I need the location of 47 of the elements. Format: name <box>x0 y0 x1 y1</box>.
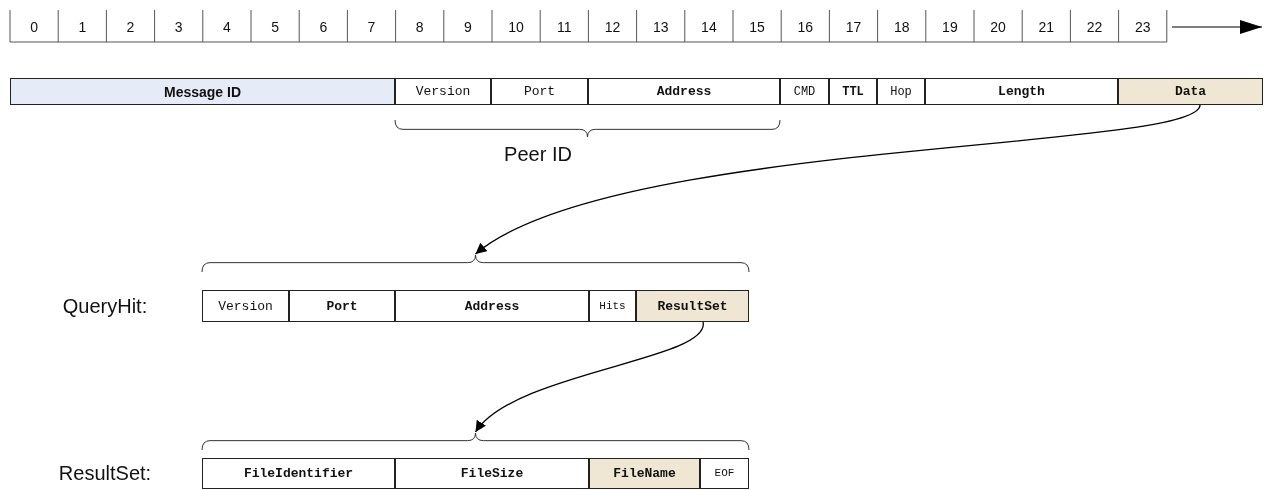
field-box: Version <box>395 78 491 105</box>
field-box: ResultSet <box>636 290 749 322</box>
bit-number: 5 <box>271 20 279 34</box>
field-box: Port <box>289 290 395 322</box>
bit-number: 12 <box>604 20 621 34</box>
field-group-label: Peer ID <box>504 144 572 164</box>
bit-number: 21 <box>1038 20 1055 34</box>
bit-number: 1 <box>78 20 87 34</box>
bit-number: 15 <box>749 20 765 34</box>
field-box: Address <box>588 78 780 105</box>
bit-number: 17 <box>845 20 862 34</box>
bit-number: 9 <box>464 20 472 34</box>
field-box: Hits <box>589 290 636 322</box>
bit-number: 3 <box>174 20 183 34</box>
bit-number: 22 <box>1086 20 1103 34</box>
field-box: EOF <box>700 458 749 489</box>
bit-number: 8 <box>415 20 424 34</box>
bit-number: 6 <box>319 20 328 34</box>
field-box: FileName <box>589 458 700 489</box>
field-group-label: QueryHit: <box>62 296 148 316</box>
bit-number: 20 <box>990 20 1006 34</box>
arrow <box>474 104 1201 255</box>
field-box: Address <box>395 290 589 322</box>
field-box: Hop <box>877 78 925 105</box>
field-box: FileIdentifier <box>202 458 395 489</box>
bit-number: 16 <box>797 20 814 34</box>
field-group-label: ResultSet: <box>58 463 152 483</box>
bit-number: 13 <box>652 20 669 34</box>
bit-number: 19 <box>942 20 958 34</box>
field-box: Port <box>491 78 588 105</box>
field-box: FileSize <box>395 458 589 489</box>
bit-number: 18 <box>893 20 910 34</box>
field-box: Length <box>925 78 1118 105</box>
bit-number: 14 <box>701 20 717 34</box>
field-box: Version <box>202 290 289 322</box>
bit-number: 0 <box>30 20 38 34</box>
bit-number: 2 <box>126 20 135 34</box>
field-box: Message ID <box>10 78 395 105</box>
bit-number: 10 <box>508 20 524 34</box>
field-box: TTL <box>829 78 877 105</box>
arrow <box>474 321 704 433</box>
field-box: CMD <box>780 78 829 105</box>
bit-number: 11 <box>557 20 572 34</box>
field-box: Data <box>1118 78 1263 105</box>
bit-number: 7 <box>367 20 376 34</box>
bit-number: 23 <box>1134 20 1151 34</box>
bit-number: 4 <box>223 20 231 34</box>
